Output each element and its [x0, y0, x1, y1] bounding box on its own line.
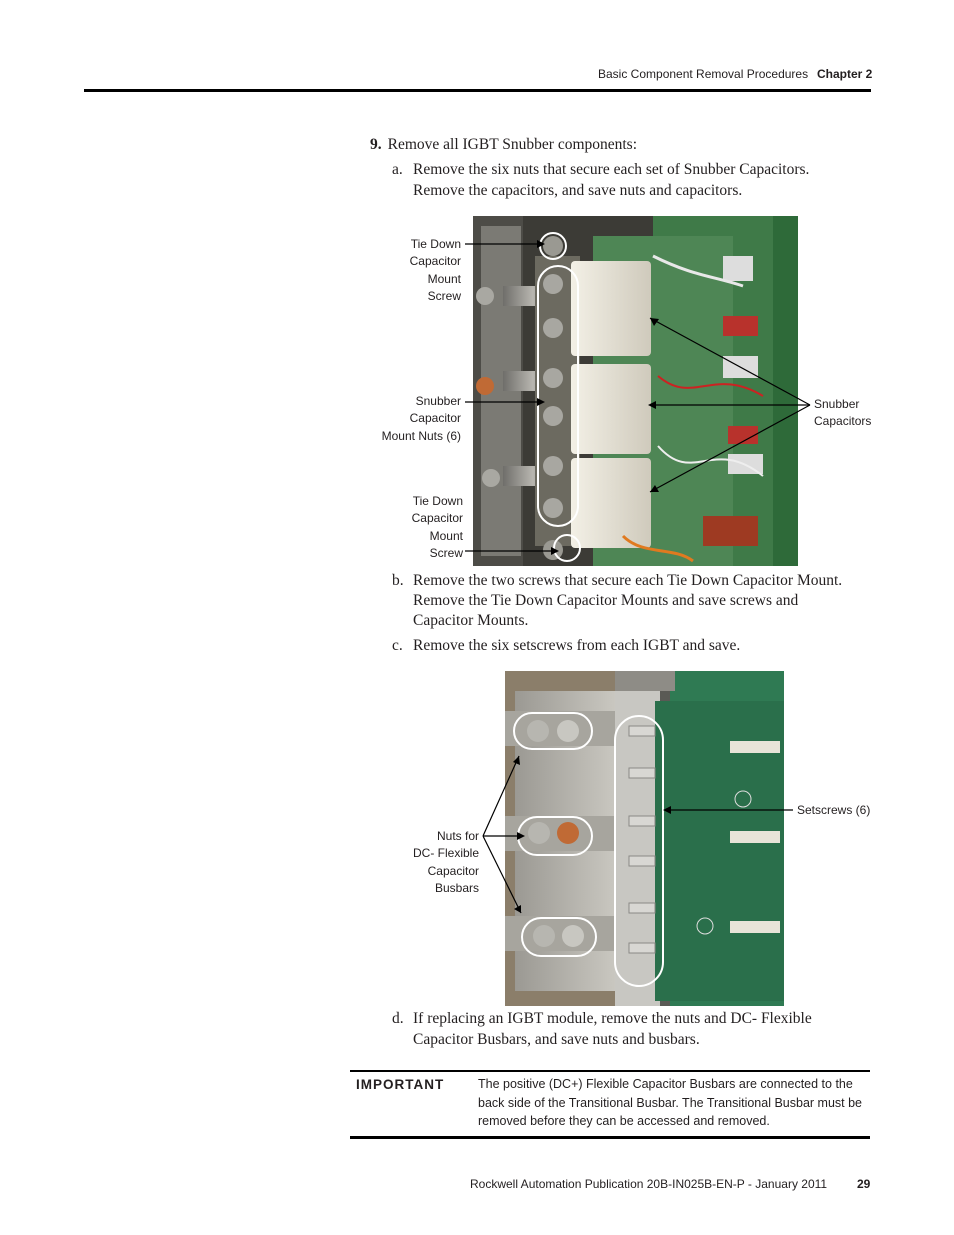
callout-line: Mount [429, 528, 463, 543]
callout-mount-nuts: Snubber Capacitor Mount Nuts (6) [370, 393, 461, 445]
callout-line: Screw [427, 288, 461, 303]
substep-letter: c. [392, 637, 403, 654]
substep-line: Remove the six nuts that secure each set… [413, 161, 810, 178]
callout-tie-down-bottom: Tie Down Capacitor Mount Screw [384, 493, 463, 562]
step-number: 9. [370, 136, 382, 153]
callout-line: Tie Down [410, 237, 461, 251]
substep-line: Capacitor Busbars, and save nuts and bus… [413, 1031, 700, 1048]
running-header-section: Basic Component Removal Procedures [598, 67, 809, 81]
callout-nuts-busbars: Nuts for DC- Flexible Capacitor Busbars [400, 828, 479, 897]
callout-snubber-capacitors: Snubber Capacitors [814, 396, 871, 431]
igbt-setscrew-photo [505, 671, 784, 1006]
substep-line: Remove the six setscrews from each IGBT … [413, 637, 741, 654]
step-9: 9. Remove all IGBT Snubber components: [370, 136, 637, 154]
substep-letter: a. [392, 161, 403, 178]
callout-line: Screw [429, 545, 463, 560]
callout-line: Snubber [814, 397, 860, 411]
callout-line: Mount [427, 271, 461, 286]
step-text: Remove all IGBT Snubber components: [387, 136, 638, 153]
callout-line: Nuts for [436, 829, 479, 843]
callout-line: Setscrews (6) [797, 803, 871, 817]
substep-line: Remove the capacitors, and save nuts and… [413, 182, 743, 199]
callout-line: Busbars [434, 880, 479, 895]
footer-publication: Rockwell Automation Publication 20B-IN02… [470, 1177, 828, 1191]
callout-line: Capacitors [814, 414, 872, 429]
important-top-rule [350, 1070, 870, 1072]
header-rule [84, 89, 871, 92]
callout-line: DC- Flexible [412, 846, 479, 861]
callout-tie-down-top: Tie Down Capacitor Mount Screw [384, 236, 461, 305]
running-header-chapter: Chapter 2 [817, 67, 873, 81]
callout-line: Capacitor [411, 511, 463, 526]
important-line: back side of the Transitional Busbar. Th… [478, 1095, 863, 1110]
important-label: IMPORTANT [356, 1077, 445, 1092]
igbt-setscrew-illustration [505, 671, 784, 1006]
snubber-capacitor-illustration [473, 216, 798, 566]
substep-line: Capacitor Mounts. [413, 612, 529, 629]
callout-line: Capacitor [427, 863, 479, 878]
substep-line: If replacing an IGBT module, remove the … [413, 1010, 812, 1027]
important-bottom-rule [350, 1136, 870, 1139]
substep-letter: d. [392, 1010, 404, 1027]
callout-line: Mount Nuts (6) [381, 428, 461, 443]
substep-line: Remove the two screws that secure each T… [413, 572, 843, 589]
important-line: removed before they can be accessed and … [478, 1114, 770, 1128]
important-line: The positive (DC+) Flexible Capacitor Bu… [478, 1077, 853, 1091]
callout-line: Capacitor [409, 254, 461, 269]
substep-letter: b. [392, 572, 404, 589]
callout-line: Tie Down [412, 494, 463, 508]
page-number: 29 [857, 1177, 871, 1191]
callout-line: Snubber [415, 394, 461, 408]
important-text: The positive (DC+) Flexible Capacitor Bu… [478, 1075, 870, 1131]
substep-line: Remove the Tie Down Capacitor Mounts and… [413, 592, 799, 609]
snubber-capacitor-photo [473, 216, 798, 566]
callout-line: Capacitor [409, 411, 461, 426]
callout-setscrews: Setscrews (6) [797, 802, 870, 819]
